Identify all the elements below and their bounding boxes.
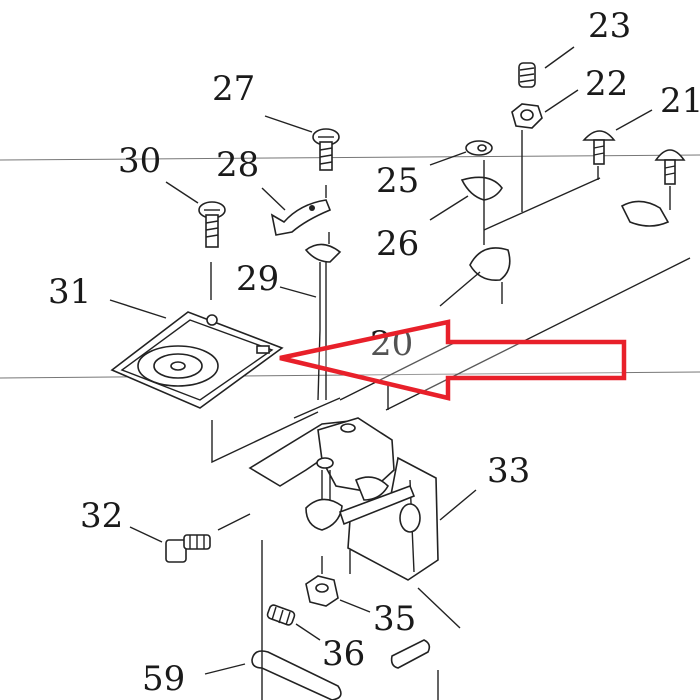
label-36: 36 [322, 634, 365, 674]
label-27: 27 [212, 69, 255, 109]
part-pin-small[interactable] [390, 639, 431, 669]
label-22: 22 [585, 64, 628, 104]
label-28: 28 [216, 145, 259, 185]
label-35: 35 [373, 599, 416, 639]
label-23: 23 [588, 6, 631, 46]
part-27-screw[interactable] [264, 115, 340, 171]
part-25-washer[interactable] [429, 140, 493, 166]
part-30-screw[interactable] [165, 181, 226, 300]
label-31: 31 [48, 272, 91, 312]
label-33: 33 [487, 451, 530, 491]
part-21-bracket[interactable] [620, 186, 671, 227]
part-36-set-screw[interactable] [266, 604, 321, 641]
label-30: 30 [118, 141, 161, 181]
label-25: 25 [376, 161, 419, 201]
label-59: 59 [142, 659, 185, 699]
part-20-lever-cam[interactable] [439, 130, 601, 307]
lower-guide-lines [261, 540, 461, 700]
part-35-nut[interactable] [305, 556, 371, 613]
label-32: 32 [80, 496, 123, 536]
part-26-cam[interactable] [429, 176, 503, 221]
part-32-screw[interactable] [129, 513, 251, 563]
part-21-screw[interactable] [582, 109, 653, 165]
part-21-screw-second[interactable] [654, 149, 686, 185]
label-21: 21 [660, 81, 700, 121]
part-28-spring-plate[interactable] [261, 185, 332, 236]
part-23-set-screw[interactable] [518, 46, 575, 88]
red-pointer-arrow [279, 319, 627, 401]
part-31-throat-plate[interactable] [109, 299, 284, 409]
label-26: 26 [376, 224, 419, 264]
label-29: 29 [236, 259, 279, 299]
part-59-pin[interactable] [204, 650, 342, 700]
part-33-housing[interactable] [248, 417, 477, 581]
assembly-guide-lines [211, 257, 691, 464]
part-22-nut[interactable] [511, 89, 579, 129]
